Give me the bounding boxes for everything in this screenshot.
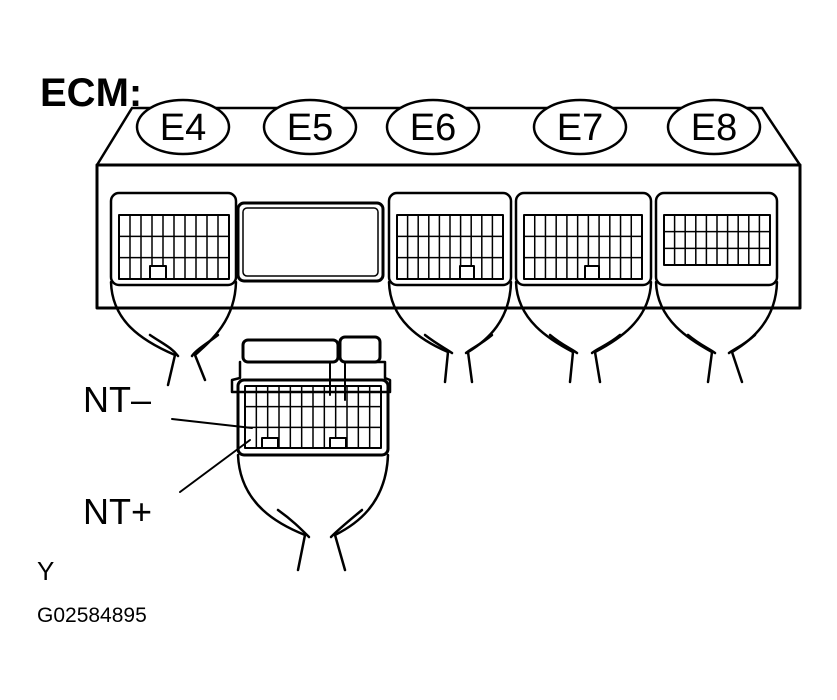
connector-label-text: E5 <box>287 107 333 149</box>
connector-label-e7: E7 <box>532 98 628 156</box>
harness-connector <box>230 335 392 572</box>
wire-color-label: Y <box>37 556 54 586</box>
connector-label-text: E8 <box>691 107 737 149</box>
socket-e6 <box>387 191 513 287</box>
figure-code: G02584895 <box>37 604 147 627</box>
pin-grid-lines <box>523 214 643 280</box>
connector-label-text: E4 <box>160 107 206 149</box>
socket-e8 <box>654 191 779 287</box>
socket-e4 <box>109 191 238 287</box>
socket-e7 <box>514 191 653 287</box>
wire-bundle-e7 <box>514 280 653 384</box>
pin-label-nt-minus: NT– <box>83 379 151 420</box>
connector-label-text: E6 <box>410 107 456 149</box>
connector-label-text: E7 <box>557 107 603 149</box>
pin-label-nt-plus: NT+ <box>83 491 152 532</box>
ecm-body <box>95 106 802 310</box>
wire-bundle-e4 <box>109 280 238 387</box>
pin-grid-lines <box>663 214 771 266</box>
pin-callout-nt-minus: NT– <box>83 379 253 429</box>
wire-bundle-e8 <box>654 280 779 384</box>
socket-e5-empty <box>236 201 385 283</box>
connector-label-e4: E4 <box>135 98 231 156</box>
wire-bundle-e6 <box>387 280 513 384</box>
connector-label-e5: E5 <box>262 98 358 156</box>
connector-label-e6: E6 <box>385 98 481 156</box>
pin-grid-lines <box>244 385 382 449</box>
connector-label-e8: E8 <box>666 98 762 156</box>
pin-grid-lines <box>396 214 504 280</box>
ecm-title: ECM: <box>40 71 142 115</box>
pin-callout-nt-plus: NT+ <box>83 439 251 532</box>
pin-grid-lines <box>118 214 230 280</box>
